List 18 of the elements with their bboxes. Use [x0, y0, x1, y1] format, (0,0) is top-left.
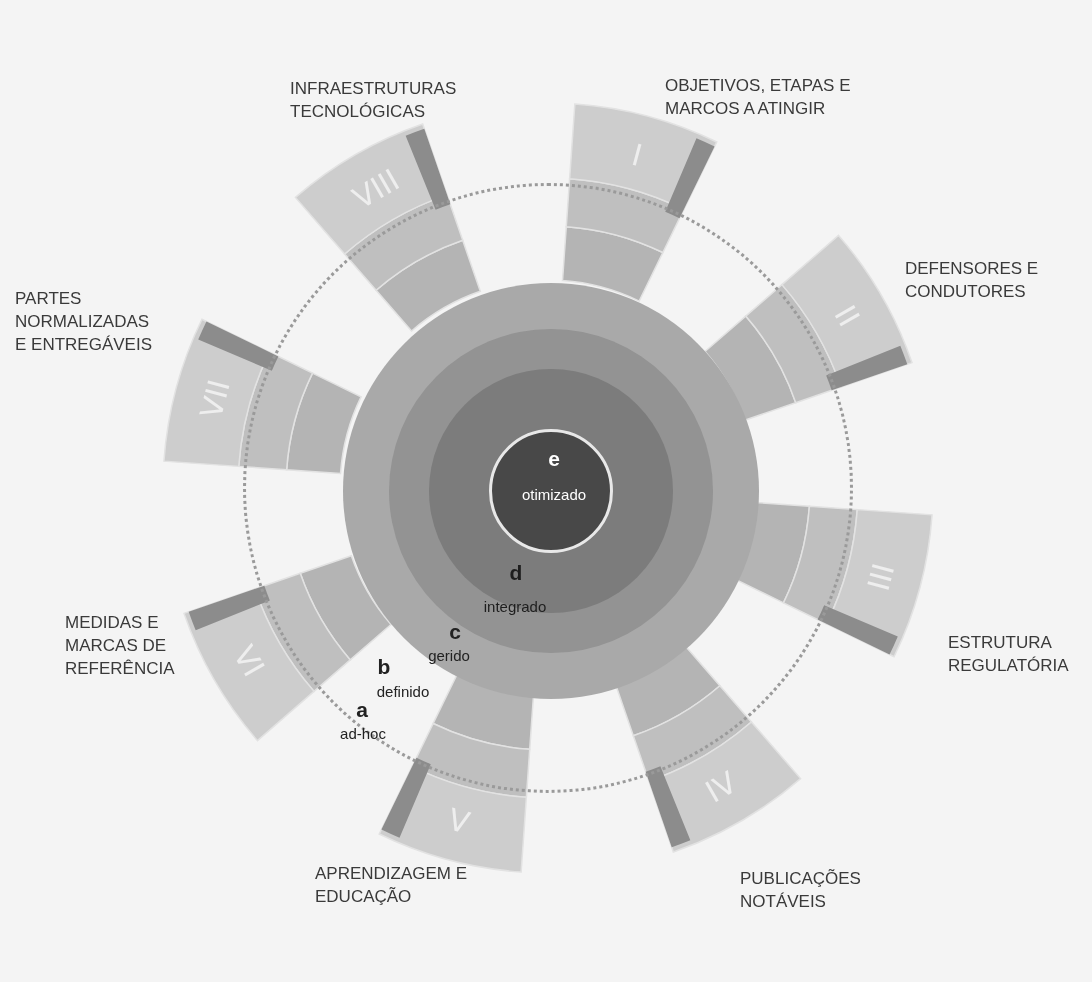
level-name: ad-hoc	[340, 725, 386, 741]
category-label: OBJETIVOS, ETAPAS E MARCOS A ATINGIR	[665, 75, 852, 120]
category-label: INFRAESTRUTURAS TECNOLÓGICAS	[290, 78, 458, 123]
level-name: definido	[376, 683, 430, 699]
category-label: DEFENSORES E CONDUTORES	[905, 258, 1040, 303]
level-letter: e	[548, 447, 560, 469]
level-name: otimizado	[521, 486, 587, 502]
category-label: PUBLICAÇÕES NOTÁVEIS	[740, 868, 862, 913]
category-label: PARTES NORMALIZADAS E ENTREGÁVEIS	[15, 288, 153, 356]
category-label: MEDIDAS E MARCAS DE REFERÊNCIA	[65, 612, 176, 680]
level-letter: c	[449, 620, 461, 642]
category-label: APRENDIZAGEM E EDUCAÇÃO	[315, 863, 469, 908]
category-label: ESTRUTURA REGULATÓRIA	[948, 632, 1070, 677]
level-letter: a	[356, 698, 368, 720]
level-name: gerido	[428, 647, 470, 663]
level-name: integrado	[483, 598, 547, 614]
level-letter: d	[509, 561, 523, 583]
level-letter: b	[377, 655, 391, 677]
